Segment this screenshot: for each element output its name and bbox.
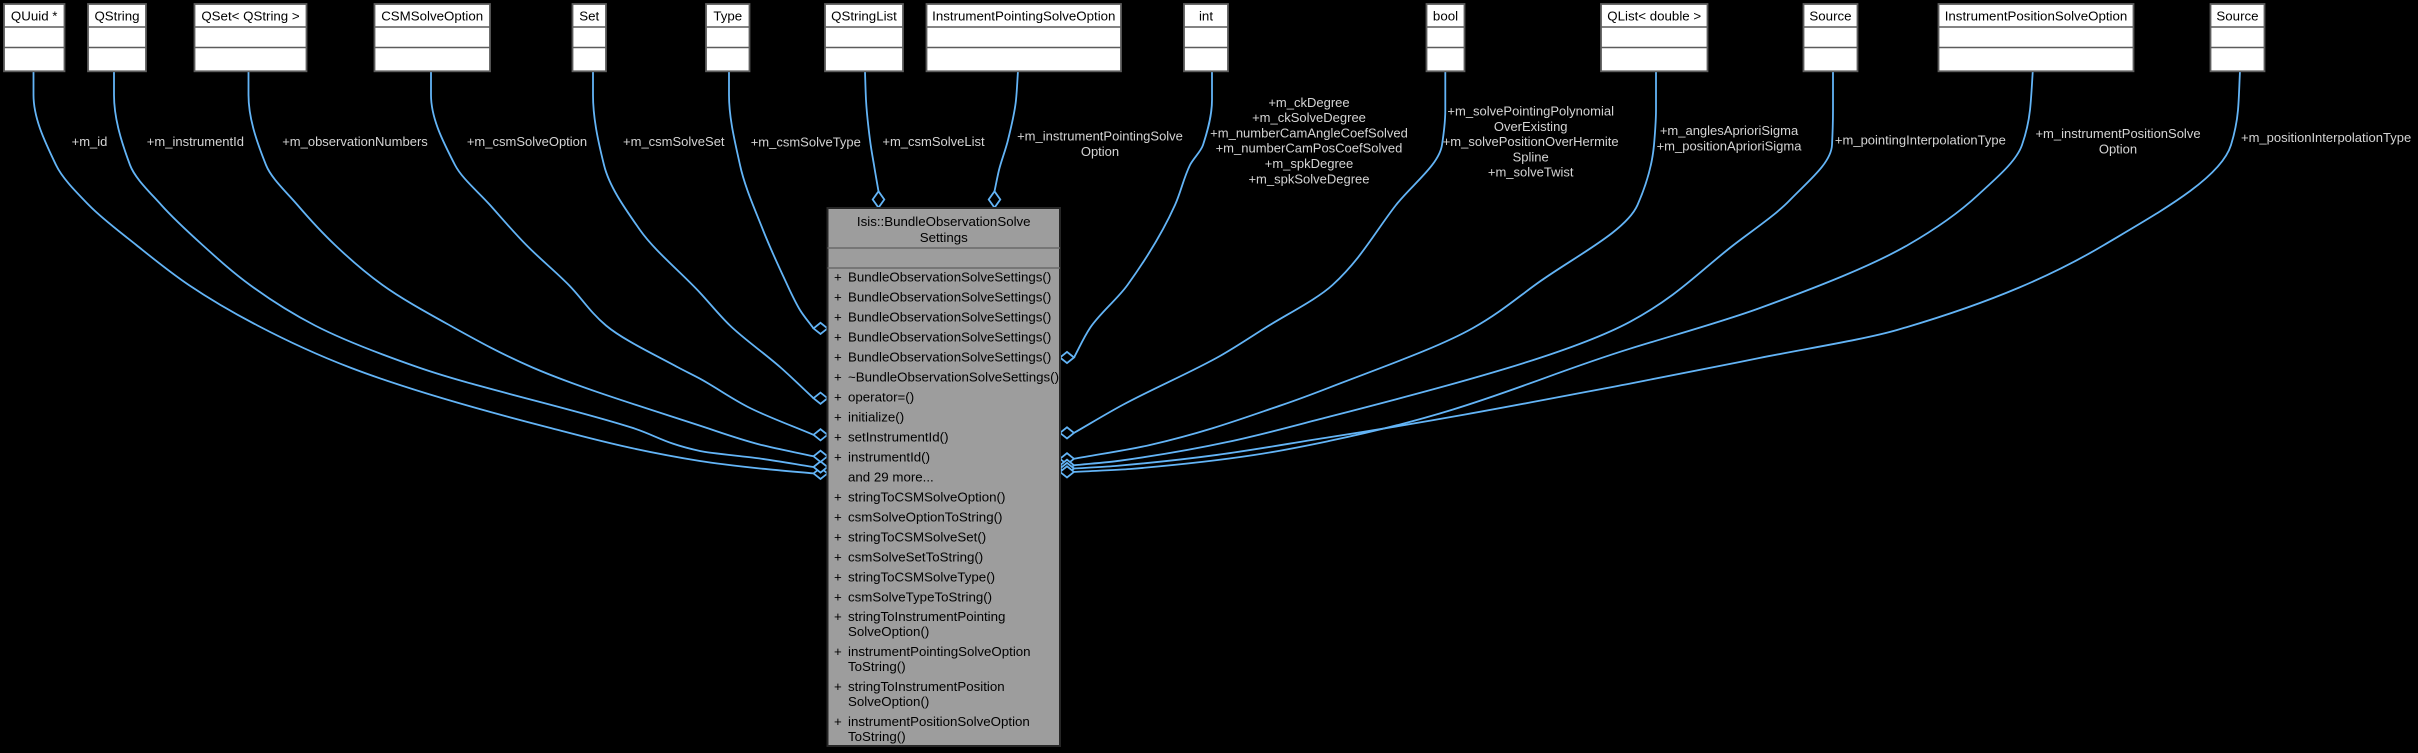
svg-text:+: +	[834, 644, 842, 659]
svg-text:+: +	[834, 369, 842, 384]
svg-text:+: +	[834, 449, 842, 464]
svg-text:setInstrumentId(): setInstrumentId()	[848, 429, 949, 444]
svg-text:+m_spkSolveDegree: +m_spkSolveDegree	[1248, 171, 1369, 186]
svg-text:instrumentPointingSolveOption: instrumentPointingSolveOption	[848, 644, 1031, 659]
svg-text:stringToInstrumentPosition: stringToInstrumentPosition	[848, 679, 1005, 694]
svg-text:+m_spkDegree: +m_spkDegree	[1265, 156, 1354, 171]
svg-text:Source: Source	[1809, 9, 1851, 24]
svg-text:+m_anglesAprioriSigma: +m_anglesAprioriSigma	[1660, 123, 1799, 138]
svg-text:+: +	[834, 389, 842, 404]
svg-text:+m_id: +m_id	[72, 134, 108, 149]
svg-text:CSMSolveOption: CSMSolveOption	[381, 9, 483, 24]
svg-text:+m_solvePointingPolynomial: +m_solvePointingPolynomial	[1447, 104, 1614, 119]
svg-text:stringToCSMSolveOption(): stringToCSMSolveOption()	[848, 490, 1005, 505]
svg-text:Source: Source	[2216, 9, 2258, 24]
svg-text:Type: Type	[713, 9, 742, 24]
svg-text:BundleObservationSolveSettings: BundleObservationSolveSettings()	[848, 330, 1051, 345]
svg-text:operator=(): operator=()	[848, 389, 914, 404]
svg-text:+m_instrumentPositionSolve: +m_instrumentPositionSolve	[2035, 126, 2200, 141]
svg-text:SolveOption(): SolveOption()	[848, 694, 929, 709]
svg-text:+m_csmSolveType: +m_csmSolveType	[751, 134, 861, 149]
svg-text:+m_observationNumbers: +m_observationNumbers	[282, 134, 428, 149]
svg-text:BundleObservationSolveSettings: BundleObservationSolveSettings()	[848, 270, 1051, 285]
svg-text:QUuid *: QUuid *	[11, 9, 58, 24]
svg-text:Option: Option	[1081, 144, 1119, 159]
svg-text:InstrumentPositionSolveOption: InstrumentPositionSolveOption	[1945, 9, 2128, 24]
svg-text:+: +	[834, 679, 842, 694]
svg-text:+m_solveTwist: +m_solveTwist	[1488, 165, 1574, 180]
svg-text:+: +	[834, 330, 842, 345]
svg-text:QStringList: QStringList	[831, 9, 897, 24]
svg-text:+m_csmSolveSet: +m_csmSolveSet	[623, 134, 725, 149]
svg-text:csmSolveOptionToString(): csmSolveOptionToString()	[848, 510, 1002, 525]
svg-text:+m_numberCamAngleCoefSolved: +m_numberCamAngleCoefSolved	[1210, 125, 1408, 140]
svg-text:stringToCSMSolveSet(): stringToCSMSolveSet()	[848, 530, 986, 545]
svg-text:Isis::BundleObservationSolve: Isis::BundleObservationSolve	[857, 214, 1031, 229]
svg-text:+m_solvePositionOverHermite: +m_solvePositionOverHermite	[1443, 134, 1619, 149]
svg-text:BundleObservationSolveSettings: BundleObservationSolveSettings()	[848, 310, 1051, 325]
svg-text:Settings: Settings	[920, 230, 968, 245]
svg-text:+: +	[834, 409, 842, 424]
svg-text:QList< double >: QList< double >	[1607, 9, 1701, 24]
svg-text:InstrumentPointingSolveOption: InstrumentPointingSolveOption	[932, 9, 1115, 24]
svg-text:ToString(): ToString()	[848, 659, 906, 674]
svg-text:BundleObservationSolveSettings: BundleObservationSolveSettings()	[848, 290, 1051, 305]
svg-text:+: +	[834, 429, 842, 444]
svg-text:and 29 more...: and 29 more...	[848, 469, 934, 484]
svg-text:stringToInstrumentPointing: stringToInstrumentPointing	[848, 609, 1005, 624]
svg-text:instrumentPositionSolveOption: instrumentPositionSolveOption	[848, 714, 1030, 729]
svg-text:+m_csmSolveList: +m_csmSolveList	[882, 134, 985, 149]
svg-text:+m_pointingInterpolationType: +m_pointingInterpolationType	[1835, 132, 2006, 147]
svg-text:csmSolveTypeToString(): csmSolveTypeToString()	[848, 590, 992, 605]
svg-text:+: +	[834, 270, 842, 285]
svg-text:QSet< QString >: QSet< QString >	[201, 9, 300, 24]
svg-text:+m_instrumentId: +m_instrumentId	[147, 134, 244, 149]
svg-text:~BundleObservationSolveSetting: ~BundleObservationSolveSettings()	[848, 369, 1059, 384]
svg-text:SolveOption(): SolveOption()	[848, 624, 929, 639]
svg-text:+m_numberCamPosCoefSolved: +m_numberCamPosCoefSolved	[1216, 141, 1403, 156]
svg-text:BundleObservationSolveSettings: BundleObservationSolveSettings()	[848, 349, 1051, 364]
svg-text:+: +	[834, 714, 842, 729]
svg-text:+: +	[834, 609, 842, 624]
svg-text:+m_ckSolveDegree: +m_ckSolveDegree	[1252, 110, 1366, 125]
svg-text:stringToCSMSolveType(): stringToCSMSolveType()	[848, 570, 995, 585]
svg-text:+: +	[834, 570, 842, 585]
svg-text:ToString(): ToString()	[848, 729, 906, 744]
svg-text:+m_instrumentPointingSolve: +m_instrumentPointingSolve	[1017, 129, 1183, 144]
svg-text:+: +	[834, 490, 842, 505]
svg-text:bool: bool	[1433, 9, 1458, 24]
svg-text:+m_positionAprioriSigma: +m_positionAprioriSigma	[1657, 138, 1803, 153]
svg-text:+: +	[834, 550, 842, 565]
svg-text:+: +	[834, 290, 842, 305]
svg-text:+: +	[834, 530, 842, 545]
svg-text:Spline: Spline	[1513, 149, 1549, 164]
svg-text:+: +	[834, 510, 842, 525]
svg-text:Option: Option	[2099, 142, 2137, 157]
svg-text:+: +	[834, 310, 842, 325]
svg-text:QString: QString	[94, 9, 139, 24]
svg-text:csmSolveSetToString(): csmSolveSetToString()	[848, 550, 983, 565]
svg-text:+: +	[834, 349, 842, 364]
svg-text:+m_ckDegree: +m_ckDegree	[1268, 95, 1349, 110]
svg-text:+m_csmSolveOption: +m_csmSolveOption	[467, 134, 587, 149]
svg-text:Set: Set	[579, 9, 599, 24]
svg-text:int: int	[1199, 9, 1213, 24]
svg-text:OverExisting: OverExisting	[1494, 119, 1568, 134]
svg-text:initialize(): initialize()	[848, 409, 904, 424]
svg-text:instrumentId(): instrumentId()	[848, 449, 930, 464]
svg-text:+: +	[834, 590, 842, 605]
svg-text:+m_positionInterpolationType: +m_positionInterpolationType	[2241, 130, 2411, 145]
